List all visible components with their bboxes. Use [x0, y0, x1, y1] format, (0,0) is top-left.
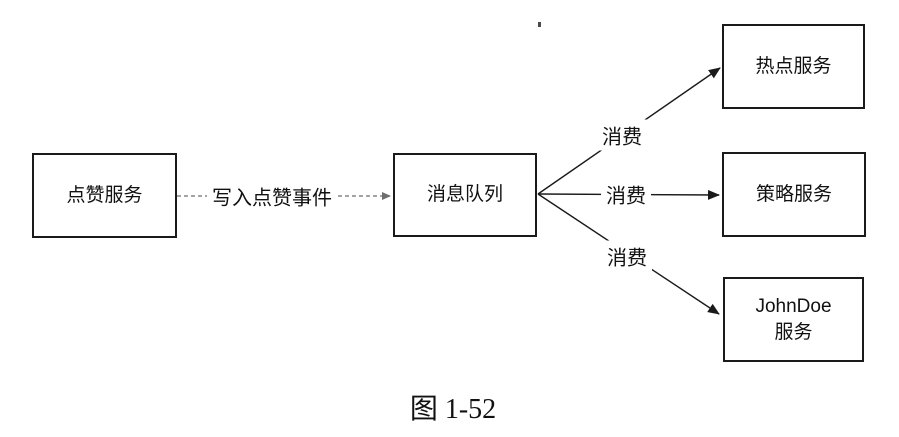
node-johndoe-service: JohnDoe 服务 [723, 277, 864, 362]
edge-label-write-like-event: 写入点赞事件 [207, 180, 337, 212]
node-like-service-label: 点赞服务 [66, 184, 143, 206]
edge-label-consume-hotspot: 消费 [597, 119, 647, 151]
node-johndoe-service-label: JohnDoe 服务 [755, 295, 832, 343]
node-message-queue: 消息队列 [393, 153, 537, 237]
node-message-queue-label: 消息队列 [426, 184, 503, 206]
edge-label-consume-johndoe: 消费 [602, 240, 652, 272]
figure-caption: 图 1-52 [409, 394, 497, 425]
node-strategy-service: 策略服务 [722, 152, 866, 237]
node-hotspot-service-label: 热点服务 [755, 55, 832, 77]
edge-label-consume-strategy: 消费 [601, 178, 651, 210]
node-hotspot-service: 热点服务 [722, 24, 865, 109]
node-like-service: 点赞服务 [32, 153, 177, 238]
node-strategy-service-label: 策略服务 [755, 183, 832, 205]
scan-artifact-dot [538, 22, 541, 27]
